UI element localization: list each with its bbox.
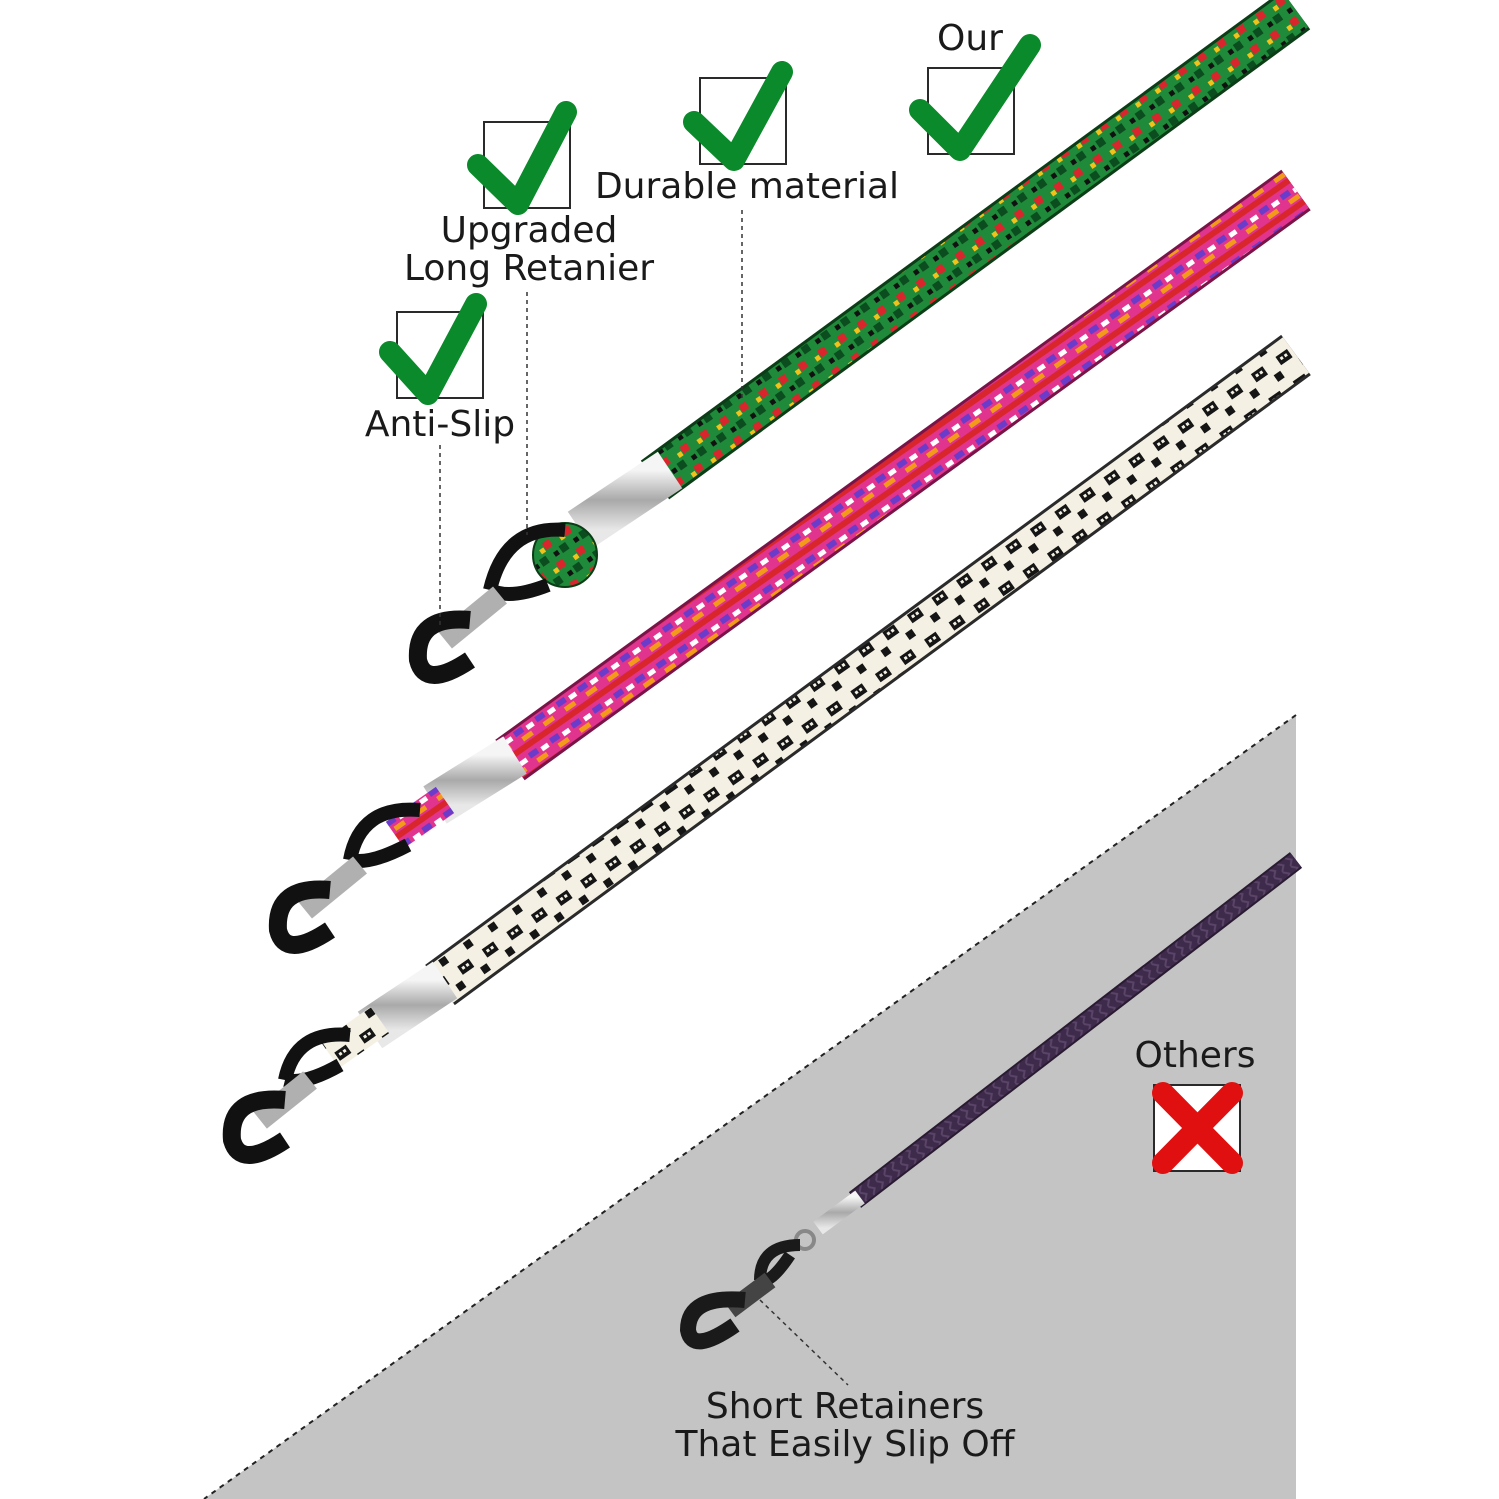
anti-slip-label: Anti-Slip	[364, 404, 516, 445]
pink-strap	[268, 169, 1311, 954]
upgraded-line-1: Upgraded	[440, 210, 618, 251]
others-label: Others	[1134, 1035, 1256, 1076]
short-line-1: Short Retainers	[705, 1386, 985, 1427]
our-label: Our	[937, 18, 1003, 59]
leather-cord	[679, 852, 1303, 1350]
panel-divider	[203, 714, 1297, 1499]
check-icon	[909, 34, 1041, 161]
short-line-2: That Easily Slip Off	[675, 1424, 1015, 1465]
check-icon	[467, 101, 577, 215]
leader-lines	[439, 210, 849, 1386]
upgraded-line-2: Long Retanier	[403, 248, 655, 289]
check-icon	[379, 293, 487, 405]
short-retainers-label: Short Retainers That Easily Slip Off	[670, 1388, 1020, 1464]
upgraded-long-retainer-label: Upgraded Long Retanier	[396, 212, 662, 288]
green-strap	[408, 0, 1311, 684]
durable-material-label: Durable material	[594, 166, 900, 207]
cross-icon	[1152, 1082, 1243, 1174]
white-strap	[222, 334, 1311, 1164]
check-icon	[683, 61, 793, 171]
